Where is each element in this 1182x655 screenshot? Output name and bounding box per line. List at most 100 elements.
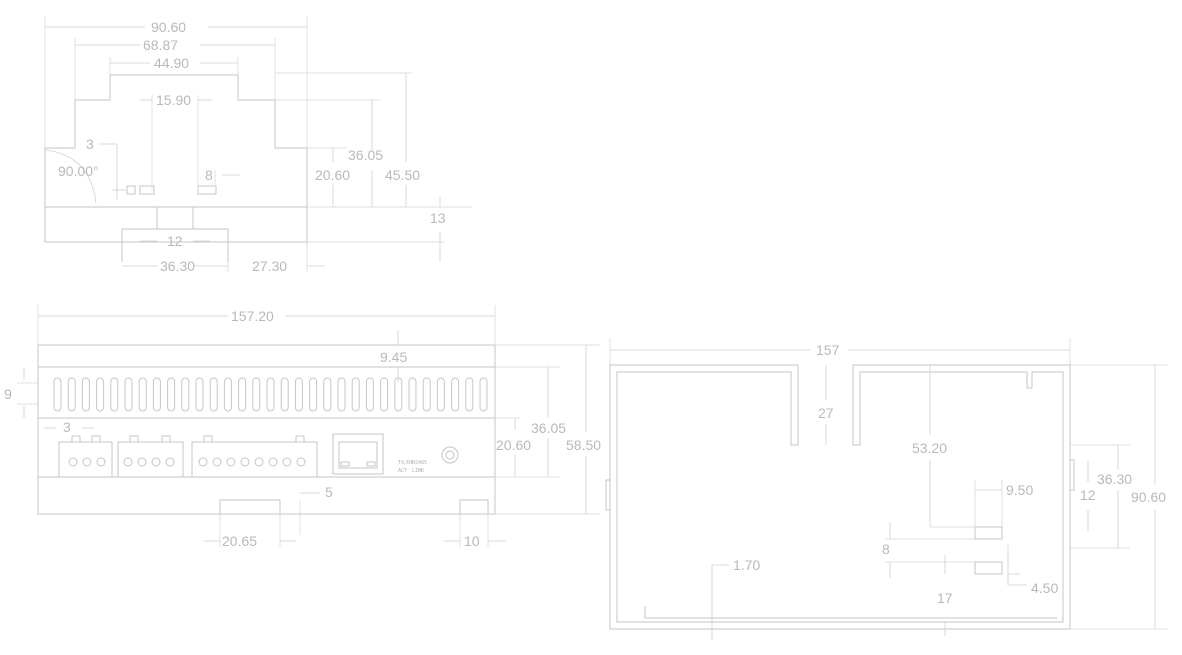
dim-front-height: 58.50 <box>566 437 601 453</box>
vent-slot <box>67 377 76 412</box>
vent-slot <box>81 377 90 412</box>
front-view: TX/RX RS485 ACT LINK <box>4 305 601 549</box>
reset-knob <box>441 446 459 464</box>
dim-bottom-height: 90.60 <box>1131 489 1166 505</box>
dim-total-height: 45.50 <box>385 167 420 183</box>
bottom-view-outline <box>609 364 1071 630</box>
dim-base-height: 13 <box>430 210 446 226</box>
led-label-rs485: RS485 <box>412 460 427 466</box>
terminal-screw <box>123 457 133 467</box>
vent-slot <box>53 377 62 412</box>
terminal-screw <box>68 457 78 467</box>
vent-slot <box>436 377 445 412</box>
dim-connector-offset: 17 <box>937 590 953 606</box>
dim-overall-width: 90.60 <box>151 19 186 35</box>
dim-connector-width: 36.30 <box>160 258 195 274</box>
din-clip-right <box>459 499 489 515</box>
dim-front-width: 157.20 <box>231 308 274 324</box>
ethernet-port <box>332 433 384 475</box>
leader <box>711 564 729 640</box>
dim-vent-offset: 9.45 <box>380 349 407 365</box>
terminal-screw <box>165 457 175 467</box>
vent-slot <box>380 377 389 412</box>
dim-right-clip-width: 10 <box>464 533 480 549</box>
vent-slot <box>238 377 247 412</box>
terminal-screw <box>282 457 292 467</box>
vent-slot <box>110 377 119 412</box>
vent-slot <box>408 377 417 412</box>
dim-connector-height: 8 <box>882 541 890 557</box>
bottom-view-connector-upper <box>974 526 1003 540</box>
top-view-latch-left <box>126 185 136 195</box>
dim-clip-width: 20.65 <box>222 533 257 549</box>
vent-slot <box>337 377 346 412</box>
vent-slot <box>394 377 403 412</box>
bottom-view: 157 27 53.20 9.50 36.30 12 90.60 8 1.70 … <box>605 338 1168 640</box>
vent-slot <box>96 377 105 412</box>
top-view-connector <box>121 228 229 262</box>
leader <box>1007 545 1027 586</box>
vent-slot <box>451 377 460 412</box>
front-view-outline <box>37 344 496 515</box>
dim-latch-width: 3 <box>86 136 94 152</box>
terminal-screw <box>240 457 250 467</box>
dim-slot-width: 12 <box>167 233 183 249</box>
vent-slot <box>223 377 232 412</box>
top-view-latch-right <box>197 185 217 195</box>
terminal-screw <box>268 457 278 467</box>
dim-angle: 90.00° <box>58 163 99 179</box>
dim-connector-gap: 4.50 <box>1031 580 1058 596</box>
bottom-view-side-tab-left <box>605 479 611 511</box>
dim-top-width: 44.90 <box>154 55 189 71</box>
dim-latch-length: 8 <box>205 167 213 183</box>
vent-slot <box>422 377 431 412</box>
angle-arc <box>44 149 97 204</box>
vent-slot <box>152 377 161 412</box>
bottom-view-connector-lower <box>974 561 1003 575</box>
terminal-screw <box>296 457 306 467</box>
bottom-view-inner-rail <box>644 606 1057 619</box>
dim-tab-length: 12 <box>1080 487 1096 503</box>
vent-slot <box>365 377 374 412</box>
terminal-tab <box>71 435 305 442</box>
vent-slot <box>181 377 190 412</box>
terminal-screw <box>96 457 106 467</box>
ethernet-port-led-right <box>366 461 376 467</box>
vent-slot <box>294 377 303 412</box>
terminal-screw <box>137 457 147 467</box>
terminal-screw <box>254 457 264 467</box>
dim-rail-thickness: 1.70 <box>733 557 760 573</box>
vent-slot <box>465 377 474 412</box>
dim-connector-depth: 53.20 <box>912 440 947 456</box>
dim-connector-width-bottom: 9.50 <box>1006 482 1033 498</box>
bottom-view-side-tab-right <box>1069 459 1075 491</box>
terminal-screw <box>226 457 236 467</box>
terminal-screw <box>212 457 222 467</box>
led-label-act: ACT <box>398 468 407 474</box>
vent-slot <box>280 377 289 412</box>
dim-bottom-width: 157 <box>816 342 840 358</box>
led-label-txrx: TX/RX <box>398 460 413 466</box>
led-label-link: LINK <box>412 468 424 474</box>
vent-slot <box>124 377 133 412</box>
dim-front-shoulder: 20.60 <box>496 437 531 453</box>
vent-slot <box>351 377 360 412</box>
dim-notch-depth: 27 <box>818 405 834 421</box>
vent-slot <box>323 377 332 412</box>
reset-knob-inner <box>445 450 455 460</box>
vent-slot <box>167 377 176 412</box>
vent-slot <box>209 377 218 412</box>
vent-slot <box>138 377 147 412</box>
dim-connector-span: 36.30 <box>1097 471 1132 487</box>
dim-vent-height: 9 <box>4 386 12 402</box>
ethernet-port-inner <box>338 441 378 469</box>
top-view-latch-mid <box>139 185 155 195</box>
din-clip-left <box>219 499 281 515</box>
dim-front-step-height: 36.05 <box>531 420 566 436</box>
vent-slot <box>266 377 275 412</box>
dim-terminal-gap: 3 <box>63 419 71 435</box>
terminal-screw <box>82 457 92 467</box>
terminal-block-3 <box>191 441 318 478</box>
terminal-screw <box>151 457 161 467</box>
vent-slots <box>53 377 488 412</box>
